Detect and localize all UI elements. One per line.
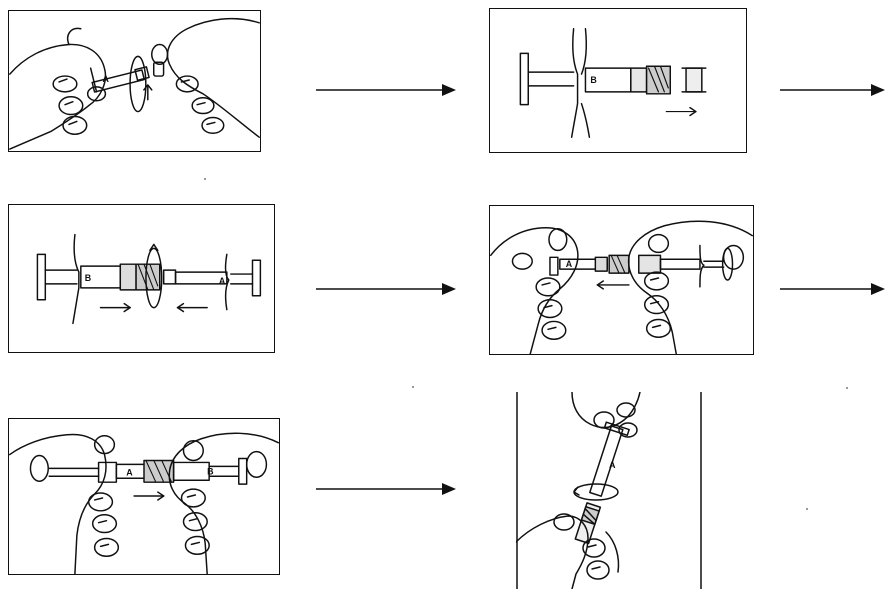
syringe-b-label: B: [207, 466, 213, 476]
syringe-a-label: A: [126, 467, 133, 477]
step-1-illustration: A: [9, 17, 260, 150]
flow-arrow-2: [780, 83, 885, 97]
step-1-panel: A: [8, 10, 261, 152]
step-3-panel: B A: [8, 204, 275, 353]
scan-speck: [204, 178, 206, 180]
syringe-b-label: B: [85, 273, 91, 283]
syringe-a-label: A: [566, 259, 573, 269]
flow-arrow-4: [780, 282, 885, 296]
scan-speck: [846, 387, 848, 389]
syringe-b-label: B: [590, 75, 596, 85]
step-5-illustration: A B: [9, 432, 279, 574]
step-4-panel: A: [489, 205, 754, 355]
step-3-illustration: B A: [36, 233, 262, 325]
syringe-a-label: A: [609, 460, 616, 470]
flow-arrow-3: [316, 282, 456, 296]
step-4-illustration: A: [490, 220, 753, 354]
flow-arrow-5: [316, 482, 456, 496]
syringe-a-label: A: [102, 74, 109, 84]
scan-speck: [412, 386, 414, 388]
step-5-panel: A B: [8, 418, 280, 575]
step-2-panel: B: [489, 8, 747, 153]
step-6-panel: A: [516, 392, 703, 589]
step-2-illustration: B: [519, 27, 707, 138]
scan-speck: [806, 508, 808, 510]
step-6-illustration: A: [516, 392, 702, 589]
flow-arrow-1: [316, 83, 456, 97]
syringe-a-label: A: [219, 276, 226, 286]
